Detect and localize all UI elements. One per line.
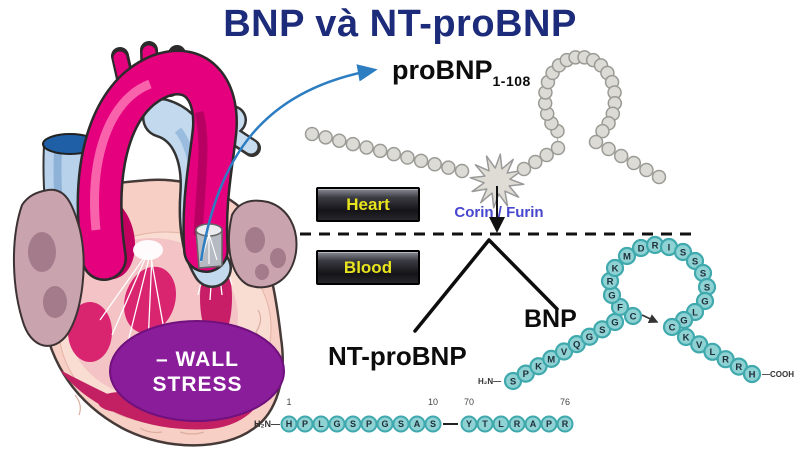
svg-text:I: I <box>668 242 671 253</box>
bnp-c-terminus-label: —COOH <box>762 370 794 379</box>
svg-text:R: R <box>722 355 729 366</box>
svg-text:S: S <box>350 419 356 429</box>
svg-text:S: S <box>700 268 706 279</box>
heart-compartment-box: Heart <box>316 187 420 222</box>
svg-text:M: M <box>623 251 631 262</box>
svg-text:K: K <box>683 332 690 343</box>
svg-text:P: P <box>366 419 372 429</box>
svg-text:L: L <box>498 419 504 429</box>
svg-text:T: T <box>482 419 488 429</box>
svg-text:G: G <box>586 332 593 343</box>
svg-text:G: G <box>333 419 340 429</box>
svg-text:S: S <box>510 376 516 387</box>
left-atrium <box>13 188 85 347</box>
svg-text:S: S <box>704 282 710 293</box>
svg-text:R: R <box>735 362 742 373</box>
svg-text:C: C <box>669 322 676 333</box>
residue-position-70: 70 <box>463 397 474 407</box>
probnp-label: proBNP1-108 <box>392 55 531 89</box>
svg-text:S: S <box>680 247 686 258</box>
svg-text:A: A <box>530 419 537 429</box>
svg-text:P: P <box>546 419 552 429</box>
split-lines <box>413 238 559 333</box>
svg-text:Y: Y <box>466 419 472 429</box>
svg-text:D: D <box>638 243 645 254</box>
secretion-arrow <box>199 64 378 262</box>
svg-text:P: P <box>523 369 530 380</box>
bnp-n-terminus-label: H₂N— <box>478 377 502 386</box>
slide-title: BNP và NT-proBNP <box>223 3 577 45</box>
heart-compartment-label: Heart <box>346 194 390 214</box>
svg-text:P: P <box>302 419 308 429</box>
svg-text:L: L <box>709 347 715 358</box>
papillary-cylinder <box>195 223 223 269</box>
corin-furin-label: Corin / Furin <box>454 204 544 221</box>
bnp-product-label: BNP <box>524 305 577 333</box>
svg-text:G: G <box>680 315 687 326</box>
ntprobnp-product-label: NT-proBNP <box>328 341 467 371</box>
disulfide-bridge <box>641 314 659 323</box>
probnp-bead-chain <box>304 50 667 185</box>
residue-position-76: 76 <box>559 397 570 407</box>
svg-text:C: C <box>630 311 637 322</box>
ntprobnp-n-terminus-label: H₂N— <box>254 419 280 429</box>
blood-compartment-label: Blood <box>343 257 393 277</box>
svg-text:M: M <box>547 354 555 365</box>
svg-text:V: V <box>696 340 703 351</box>
svg-text:A: A <box>414 419 421 429</box>
svg-text:R: R <box>652 240 659 251</box>
svg-text:L: L <box>692 307 698 318</box>
svg-text:H: H <box>286 419 293 429</box>
svg-text:S: S <box>398 419 404 429</box>
svg-text:K: K <box>612 263 619 274</box>
svg-text:F: F <box>617 302 623 313</box>
probnp-residue-range: 1-108 <box>492 73 531 89</box>
aorta <box>76 41 238 281</box>
residue-position-10: 10 <box>427 397 438 407</box>
svg-text:H: H <box>749 369 756 380</box>
svg-text:Q: Q <box>573 340 580 351</box>
residue-position-1: 1 <box>286 397 292 407</box>
svg-text:L: L <box>318 419 324 429</box>
svg-text:R: R <box>514 419 521 429</box>
svg-text:K: K <box>535 362 542 373</box>
svg-text:R: R <box>607 276 614 287</box>
svg-text:G: G <box>701 296 708 307</box>
svg-text:S: S <box>599 325 605 336</box>
wall-stress-text: – WALL STRESS <box>110 347 285 397</box>
blood-compartment-box: Blood <box>316 250 420 285</box>
wall-stress-line1: – WALL <box>156 348 239 371</box>
cleavage-starburst <box>469 153 525 209</box>
wall-stress-line2: STRESS <box>152 373 243 396</box>
svg-text:G: G <box>608 290 615 301</box>
svg-text:V: V <box>561 347 568 358</box>
svg-text:R: R <box>562 419 569 429</box>
heart-illustration <box>13 41 298 447</box>
wall-stress-oval <box>109 320 285 422</box>
svg-text:G: G <box>611 317 618 328</box>
right-atrium <box>227 199 298 289</box>
svg-text:G: G <box>381 419 388 429</box>
probnp-name: proBNP <box>392 55 493 85</box>
svg-text:S: S <box>430 419 436 429</box>
svg-text:S: S <box>692 256 698 267</box>
